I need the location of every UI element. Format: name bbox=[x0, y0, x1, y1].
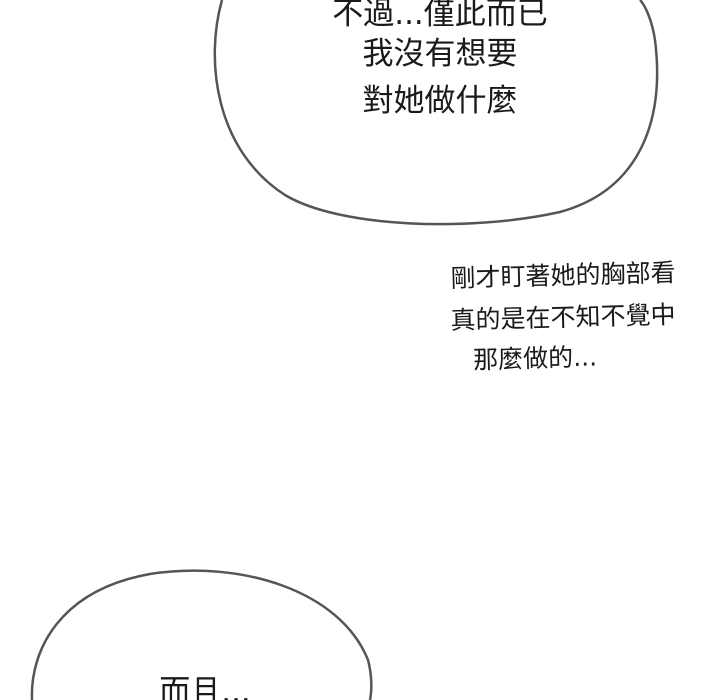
bubble-top-line-2: 我沒有想要 bbox=[362, 36, 518, 72]
bubble-top-line-1: 不過...僅此而已 bbox=[332, 0, 548, 32]
narration-line-3: 那麼做的... bbox=[472, 342, 598, 375]
bubble-bottom-line-1: 而且... bbox=[159, 674, 251, 700]
narration-line-2: 真的是在不知不覺中 bbox=[450, 300, 676, 335]
narration-line-1: 剛才盯著她的胸部看 bbox=[450, 258, 676, 293]
speech-bubble-top bbox=[213, 0, 659, 226]
speech-bubble-bottom bbox=[30, 569, 373, 700]
bubble-top-line-3: 對她做什麼 bbox=[362, 83, 518, 119]
